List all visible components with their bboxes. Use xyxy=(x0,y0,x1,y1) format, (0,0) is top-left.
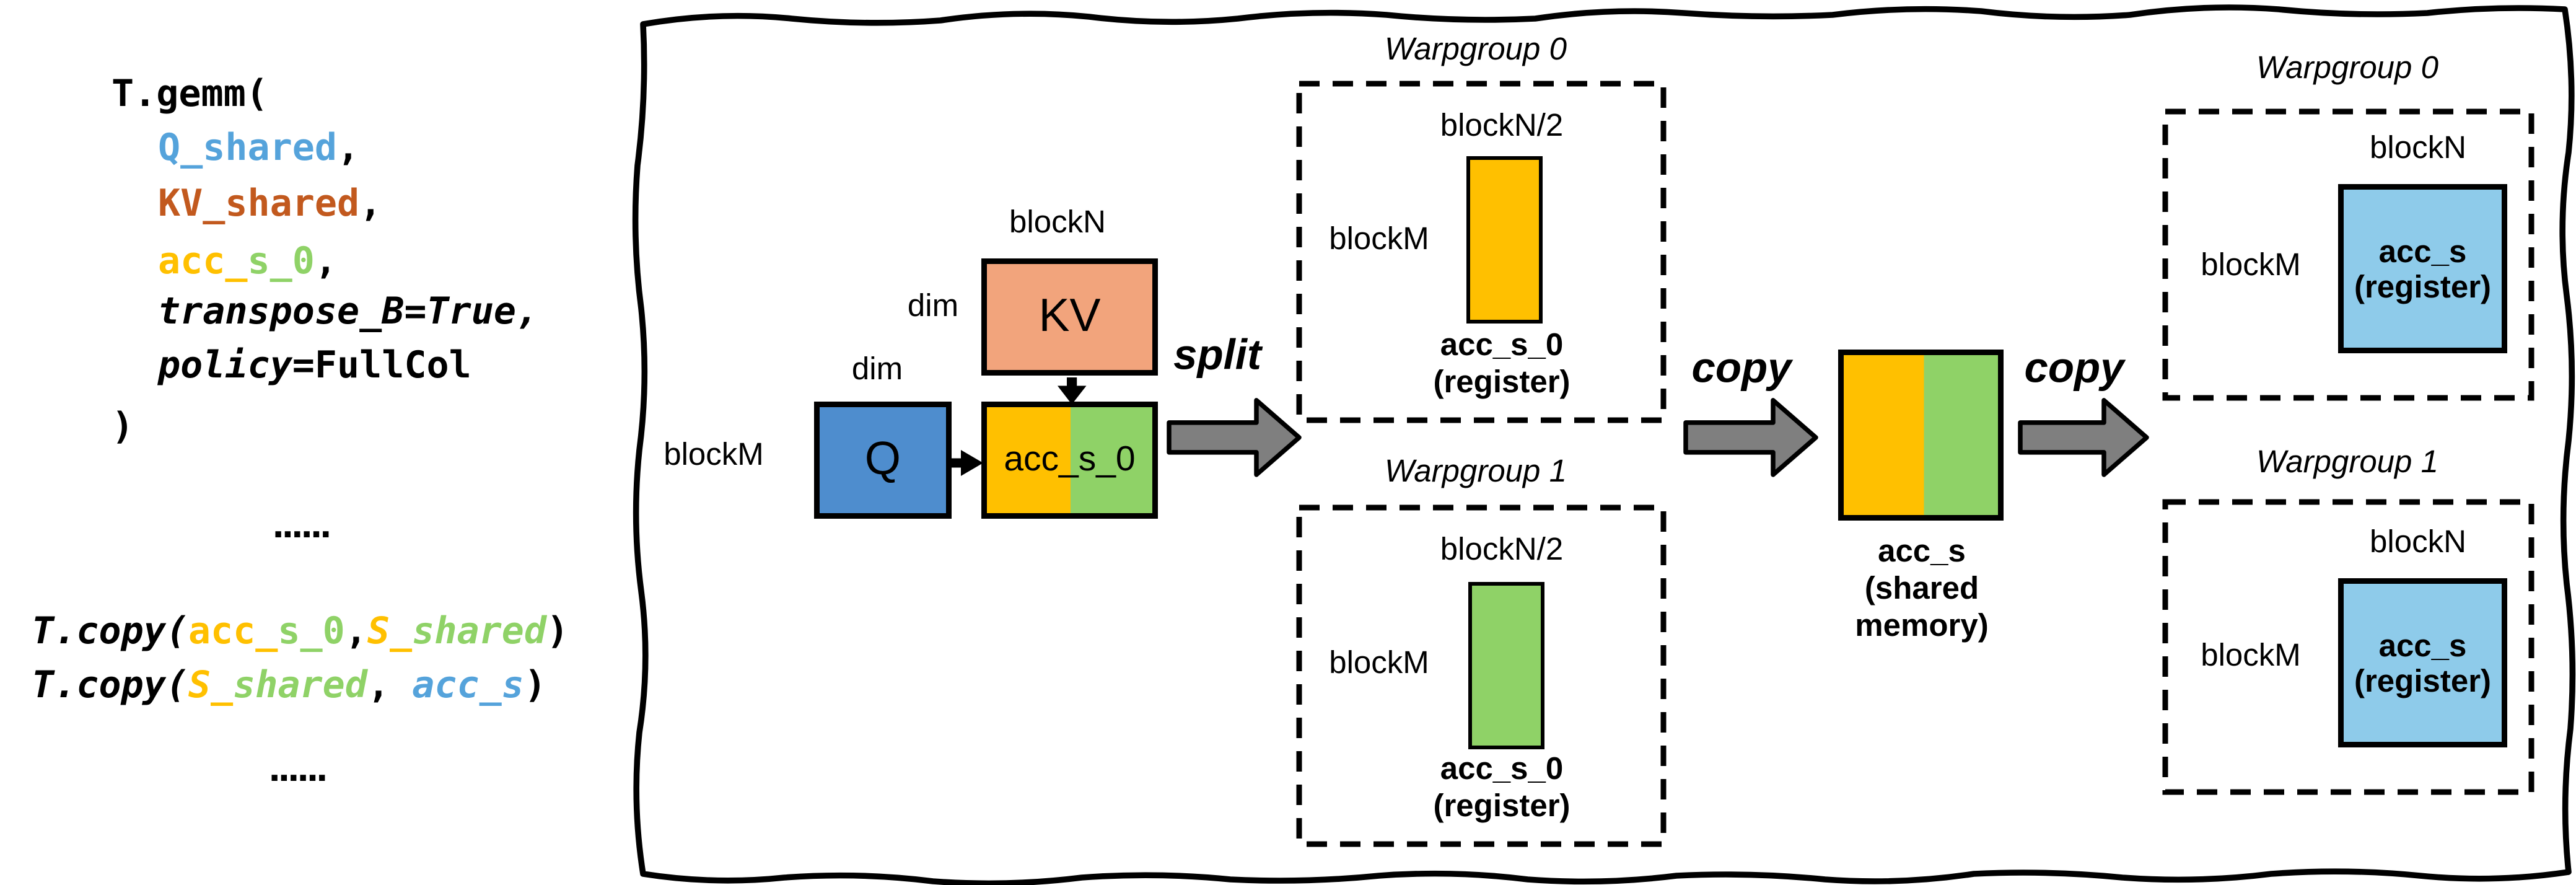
code-token-policy-value: =FullCol xyxy=(292,342,471,387)
code-line-arg-q: Q_shared, xyxy=(158,123,359,171)
wg0-mid-dashed-box xyxy=(1296,81,1667,423)
code-token-kv-shared: KV_shared xyxy=(158,180,360,225)
code-token-comma: , xyxy=(344,608,367,653)
q-to-acc-arrow xyxy=(944,450,983,476)
wg1-mid-bar-kind: (register) xyxy=(1433,788,1571,824)
wg1-right-box-name: acc_s xyxy=(2378,627,2467,663)
wg1-mid-blockm-label: blockM xyxy=(1329,645,1429,680)
dim-label-q: dim xyxy=(851,351,903,387)
code-token-copy-fn: T.copy( xyxy=(32,608,188,653)
code-token-shared-suffix: shared xyxy=(412,608,546,653)
blockm-label-q: blockM xyxy=(664,437,764,472)
wg0-mid-blockm-label: blockM xyxy=(1329,221,1429,257)
acc-s-0-box-label: acc_s_0 xyxy=(1004,439,1136,479)
kv-box-label: KV xyxy=(1038,290,1101,342)
wg1-mid-bar-name: acc_s_0 xyxy=(1440,751,1564,786)
code-token-comma: , xyxy=(336,125,360,169)
wg0-right-blockn-label: blockN xyxy=(2370,130,2466,165)
code-token-copy-fn: T.copy( xyxy=(32,662,188,707)
code-token-acc-prefix: acc_ xyxy=(158,238,248,283)
code-token-acc-suffix: s_0 xyxy=(278,608,345,653)
wg1-right-dashed-box xyxy=(2162,499,2534,795)
code-token-close-paren: ) xyxy=(546,608,569,653)
code-line-gemm-close: ) xyxy=(112,402,134,450)
code-token-acc-prefix: acc_ xyxy=(188,608,278,653)
wg1-right-title: Warpgroup 1 xyxy=(2256,444,2438,480)
wg0-acc-s-register-box: acc_s (register) xyxy=(2338,184,2507,353)
copy-arrow-1 xyxy=(1683,398,1818,477)
acc-s-0-split-box: acc_s_0 xyxy=(981,402,1158,519)
wg1-right-blockm-label: blockM xyxy=(2201,638,2301,673)
code-token-comma: , xyxy=(367,662,413,707)
wg1-mid-blockn2-label: blockN/2 xyxy=(1440,532,1564,567)
wg0-mid-bar-kind: (register) xyxy=(1433,364,1571,400)
split-arrow xyxy=(1167,398,1302,477)
copy-operation-label-1: copy xyxy=(1691,343,1792,392)
shared-box-kind-line2: memory) xyxy=(1855,608,1989,643)
code-token-s-prefix: S_ xyxy=(367,608,413,653)
wg1-right-blockn-label: blockN xyxy=(2370,524,2466,560)
code-line-copy-1: T.copy(acc_s_0,S_shared) xyxy=(32,606,569,654)
code-token-close-paren: ) xyxy=(524,662,546,707)
wg1-mid-dashed-box xyxy=(1296,504,1667,847)
wg0-right-dashed-box xyxy=(2162,108,2534,401)
code-token-gemm: T.gemm( xyxy=(112,71,268,115)
code-token-q-shared: Q_shared xyxy=(158,125,337,169)
code-token-close-paren: ) xyxy=(112,403,134,448)
wg1-acc-s-0-register-bar xyxy=(1468,582,1544,749)
code-line-copy-2: T.copy(S_shared, acc_s) xyxy=(32,660,546,708)
code-token-policy: policy xyxy=(158,342,292,387)
dim-label-kv: dim xyxy=(907,288,959,324)
wg1-mid-title: Warpgroup 1 xyxy=(1385,454,1567,489)
wg0-mid-blockn2-label: blockN/2 xyxy=(1440,108,1564,143)
wg0-right-blockm-label: blockM xyxy=(2201,247,2301,283)
code-token-s-prefix: S_ xyxy=(188,662,234,707)
shared-box-name: acc_s xyxy=(1878,534,1966,569)
code-token-transpose: transpose_B=True, xyxy=(158,288,539,333)
code-token-acc-s: acc_s xyxy=(412,662,524,707)
shared-box-kind-line1: (shared xyxy=(1864,571,1979,606)
wg0-right-box-kind: (register) xyxy=(2354,268,2492,304)
wg0-acc-s-0-register-bar xyxy=(1466,156,1543,324)
wg1-right-box-kind: (register) xyxy=(2354,663,2492,698)
code-line-arg-transpose: transpose_B=True, xyxy=(158,286,538,335)
blockn-label-kv: blockN xyxy=(1009,205,1106,240)
code-token-comma: , xyxy=(359,180,382,225)
kv-to-acc-arrow xyxy=(1058,377,1087,405)
wavy-frame-border xyxy=(632,4,2576,885)
code-token-acc-suffix: s_0 xyxy=(247,238,315,283)
kv-matrix-box: KV xyxy=(981,258,1158,376)
copy-arrow-2 xyxy=(2018,398,2149,477)
acc-s-shared-memory-box xyxy=(1838,350,2004,521)
wg0-mid-bar-name: acc_s_0 xyxy=(1440,327,1564,363)
code-line-arg-policy: policy=FullCol xyxy=(158,340,471,389)
code-line-arg-acc: acc_s_0, xyxy=(158,236,337,284)
code-ellipsis-top: ...... xyxy=(272,500,331,547)
q-matrix-box: Q xyxy=(814,402,952,519)
wg0-right-box-name: acc_s xyxy=(2378,233,2467,269)
code-line-arg-kv: KV_shared, xyxy=(158,178,382,227)
split-operation-label: split xyxy=(1173,330,1261,379)
copy-operation-label-2: copy xyxy=(2024,343,2124,392)
wg1-acc-s-register-box: acc_s (register) xyxy=(2338,578,2507,747)
code-token-shared-suffix: shared xyxy=(233,662,367,707)
code-line-gemm-open: T.gemm( xyxy=(112,69,268,117)
code-ellipsis-bottom: ...... xyxy=(268,744,328,790)
wg0-mid-title: Warpgroup 0 xyxy=(1385,32,1567,67)
q-box-label: Q xyxy=(864,433,901,485)
code-token-comma: , xyxy=(314,238,338,283)
wg0-right-title: Warpgroup 0 xyxy=(2256,50,2438,86)
